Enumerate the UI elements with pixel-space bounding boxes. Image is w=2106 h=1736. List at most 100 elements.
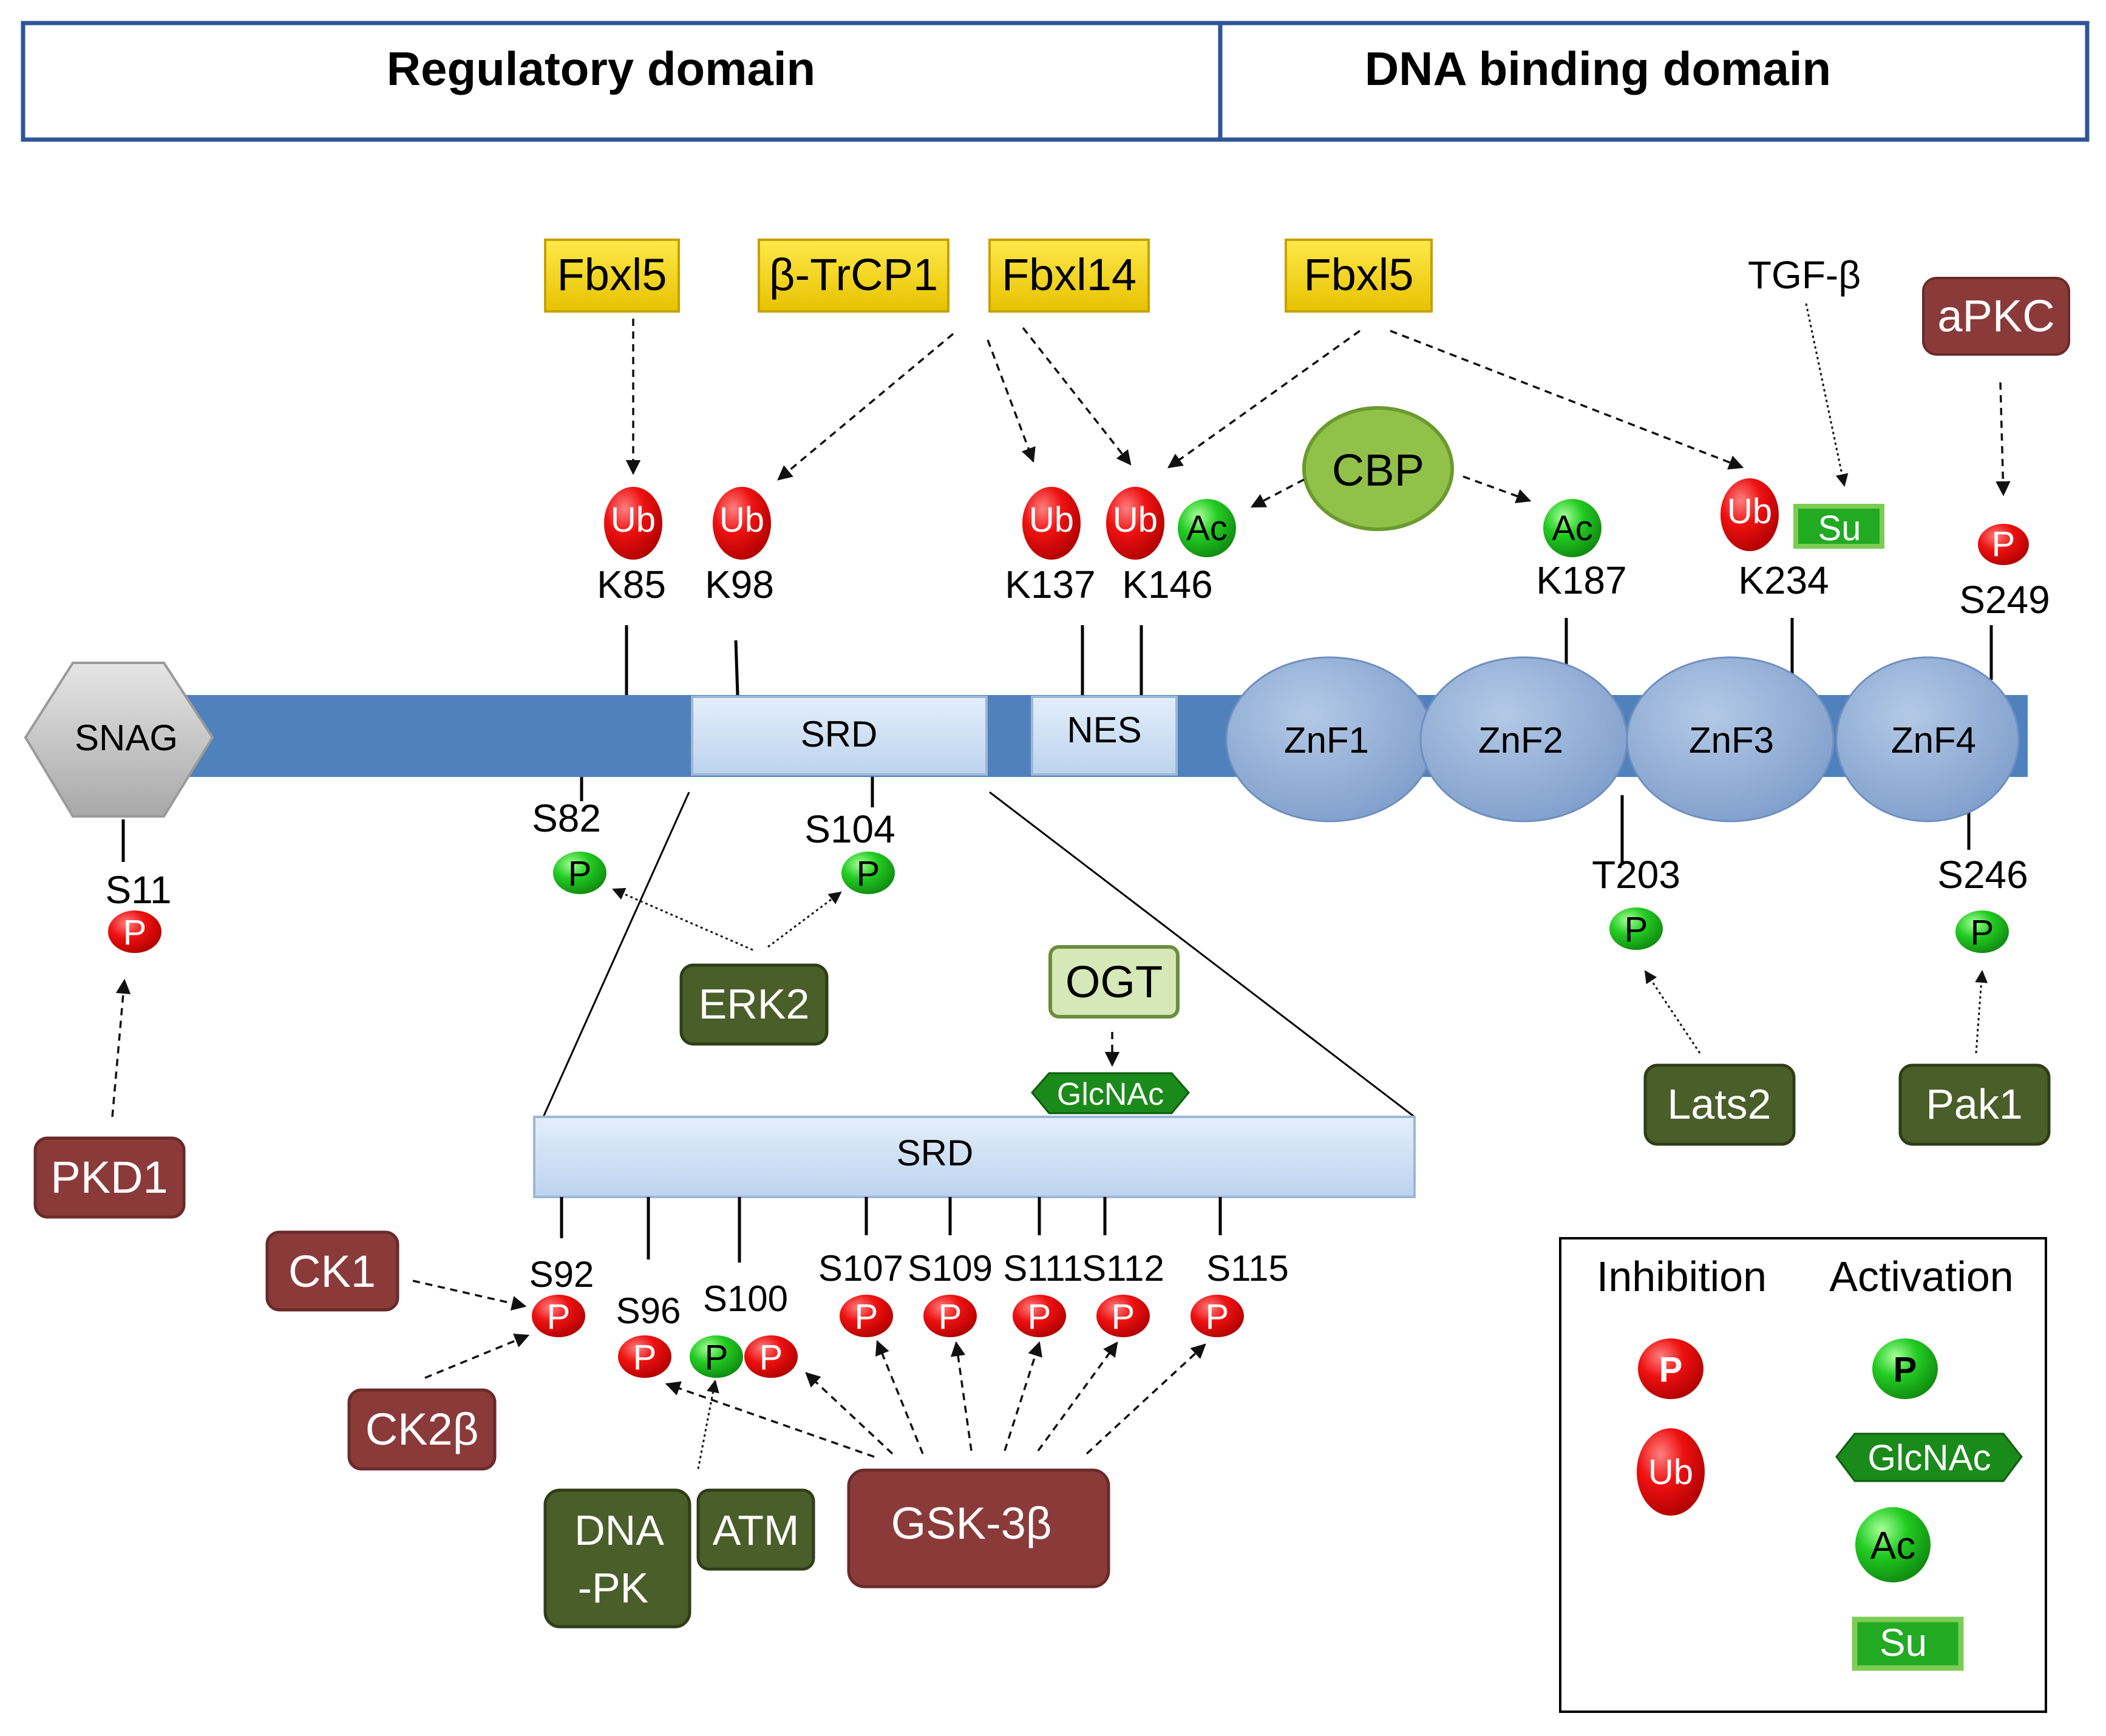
- p-s100-inh-label: P: [759, 1338, 783, 1377]
- erk2-arrow-s82: [612, 887, 753, 951]
- ck1-label: CK1: [288, 1246, 376, 1297]
- site-s112: S112: [1082, 1248, 1164, 1289]
- legend-p-act-label: P: [1894, 1350, 1917, 1389]
- ck1-box: CK1: [265, 1230, 399, 1312]
- ac-k146-label: Ac: [1186, 509, 1228, 548]
- site-s107: S107: [818, 1248, 903, 1289]
- p-s104-label: P: [857, 854, 880, 893]
- site-s246: S246: [1937, 853, 2028, 897]
- znf1-domain: ZnF1: [1225, 656, 1434, 822]
- pkd1-box: PKD1: [33, 1136, 186, 1219]
- p-s96: P: [618, 1335, 671, 1378]
- top-arrows: [625, 303, 2011, 508]
- znf1-label: ZnF1: [1284, 720, 1369, 761]
- snag-domain: SNAG: [24, 662, 214, 818]
- legend-ac: Ac: [1855, 1507, 1931, 1582]
- ub-k146-label: Ub: [1113, 500, 1158, 540]
- site-ticks: [121, 618, 1993, 865]
- p-s246: P: [1955, 910, 2009, 953]
- srd-expanded: SRD: [533, 1116, 1416, 1198]
- srd-label: SRD: [801, 714, 878, 754]
- su-k234-label: Su: [1818, 509, 1861, 548]
- ac-k187: Ac: [1543, 499, 1602, 557]
- site-s100: S100: [703, 1278, 788, 1319]
- p-s115-label: P: [1206, 1297, 1229, 1337]
- pak1-box: Pak1: [1898, 1063, 2051, 1146]
- site-k98: K98: [705, 563, 774, 606]
- ck1-arrow: [412, 1280, 527, 1311]
- dna-binding-domain-title: DNA binding domain: [1365, 42, 1831, 95]
- p-s104: P: [841, 852, 895, 894]
- legend-su: Su: [1852, 1616, 1964, 1671]
- site-k234: K234: [1738, 558, 1829, 602]
- lats2-label: Lats2: [1667, 1080, 1771, 1128]
- site-s96: S96: [616, 1290, 681, 1331]
- legend-p-inhibitory: P: [1638, 1338, 1703, 1399]
- legend-inhibition: Inhibition: [1597, 1253, 1767, 1300]
- znf2-label: ZnF2: [1478, 720, 1563, 761]
- p-s249: P: [1978, 524, 2029, 565]
- zoom-line-left: [542, 792, 690, 1117]
- site-t203: T203: [1592, 853, 1680, 897]
- lats2-box: Lats2: [1643, 1063, 1796, 1146]
- site-k85: K85: [597, 563, 666, 606]
- ck2b-box: CK2β: [347, 1388, 497, 1471]
- pak1-label: Pak1: [1926, 1080, 2023, 1128]
- gsk3b-arrows: [665, 1340, 1206, 1458]
- legend-su-label: Su: [1880, 1621, 1927, 1664]
- site-s111: S111: [1003, 1248, 1082, 1289]
- legend-p-inh-label: P: [1659, 1350, 1683, 1389]
- snag-label: SNAG: [75, 717, 178, 758]
- site-s11: S11: [105, 868, 171, 912]
- domain-header: Regulatory domain DNA binding domain: [21, 21, 2090, 142]
- ogt-box: OGT: [1048, 945, 1180, 1019]
- fbxl14-label: Fbxl14: [1002, 249, 1136, 300]
- p-s109: P: [923, 1295, 977, 1337]
- p-s92: P: [532, 1295, 585, 1337]
- p-s96-label: P: [633, 1338, 657, 1377]
- ck2b-label: CK2β: [365, 1404, 479, 1454]
- regulatory-domain-title: Regulatory domain: [387, 42, 815, 95]
- p-t203-label: P: [1625, 910, 1648, 949]
- cbp-label: CBP: [1332, 445, 1424, 495]
- lats2-arrow: [1644, 970, 1701, 1054]
- dnapk-label-line2: -PK: [578, 1564, 649, 1612]
- p-s249-label: P: [1992, 524, 2016, 564]
- znf4-domain: ZnF4: [1835, 656, 2020, 822]
- legend-ub: Ub: [1637, 1428, 1705, 1516]
- p-s100-inh: P: [744, 1335, 798, 1378]
- atm-box: ATM: [696, 1488, 815, 1571]
- p-s100-act: P: [690, 1335, 743, 1378]
- ub-k98-label: Ub: [719, 500, 764, 540]
- legend-glcnac-label: GlcNAc: [1867, 1437, 1991, 1478]
- p-s107-label: P: [855, 1297, 878, 1337]
- fbxl5-left-label: Fbxl5: [557, 249, 667, 300]
- nes-domain: NES: [1031, 696, 1178, 776]
- dnapk-label-line1: DNA: [574, 1507, 664, 1554]
- site-k137: K137: [1005, 563, 1095, 606]
- legend-glcnac: GlcNAc: [1835, 1433, 2023, 1482]
- zoom-line-right: [989, 791, 1415, 1118]
- glcnac-label: GlcNAc: [1057, 1077, 1164, 1112]
- tgfb-label: TGF-β: [1748, 253, 1861, 297]
- legend-p-activating: P: [1872, 1338, 1938, 1399]
- srd-expanded-label: SRD: [897, 1133, 974, 1173]
- ub-k85-label: Ub: [611, 500, 656, 540]
- znf2-domain: ZnF2: [1419, 656, 1628, 822]
- fbxl5-box-right: Fbxl5: [1285, 239, 1433, 313]
- ub-k85: Ub: [604, 487, 662, 560]
- ub-k137: Ub: [1022, 487, 1081, 560]
- p-s82: P: [553, 852, 606, 894]
- erk2-arrow-s104: [767, 891, 842, 948]
- nes-label: NES: [1067, 710, 1141, 750]
- p-s11: P: [108, 910, 161, 953]
- znf4-label: ZnF4: [1891, 720, 1976, 761]
- atm-label: ATM: [713, 1507, 800, 1554]
- znf3-label: ZnF3: [1689, 720, 1774, 761]
- znf3-domain: ZnF3: [1626, 656, 1835, 822]
- fbxl5-right-label: Fbxl5: [1304, 249, 1414, 300]
- site-k187: K187: [1536, 558, 1626, 602]
- fbxl14-box: Fbxl14: [988, 239, 1150, 313]
- site-s92: S92: [529, 1254, 594, 1295]
